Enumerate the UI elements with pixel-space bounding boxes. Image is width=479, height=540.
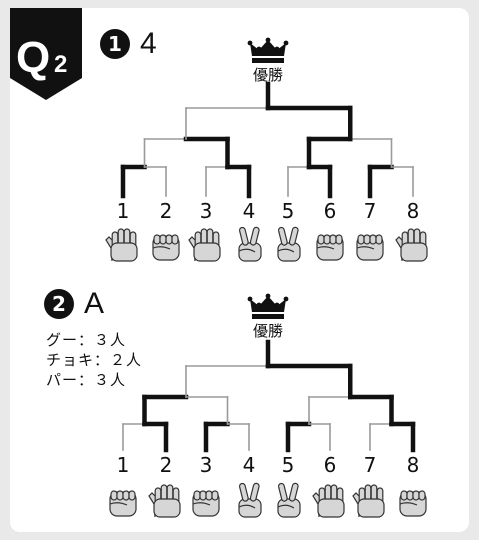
- q2-answer: A: [84, 287, 105, 320]
- count-rock: グー：３人: [46, 331, 127, 349]
- b2-hand-paper-icon: [312, 484, 345, 518]
- b2-player-number: 3: [200, 453, 213, 477]
- count-paper: パー：３人: [46, 371, 127, 389]
- b1-winner-label: 優勝: [253, 66, 283, 84]
- b1-player-number: 8: [407, 199, 420, 223]
- b2-player-number: 8: [407, 453, 420, 477]
- b1-player-number: 7: [364, 199, 377, 223]
- b2-player-number: 4: [243, 453, 256, 477]
- b1-player-number: 6: [324, 199, 337, 223]
- b2-player-number: 7: [364, 453, 377, 477]
- b2-hand-rock-icon: [399, 490, 427, 517]
- b2-player-number: 1: [117, 453, 130, 477]
- question-badge: Q 2: [10, 8, 82, 100]
- b2-player-number: 6: [324, 453, 337, 477]
- b1-hand-rock-icon: [356, 234, 384, 261]
- b1-player-number: 3: [200, 199, 213, 223]
- b1-player-number: 2: [160, 199, 173, 223]
- badge-number: 2: [54, 51, 67, 78]
- b1-hand-paper-icon: [188, 228, 221, 262]
- b1-hand-paper-icon: [105, 228, 138, 262]
- b1-crown-icon: [247, 37, 289, 63]
- b1-hand-scissors-icon: [277, 226, 301, 262]
- hand-counts: グー：３人 チョキ：２人 パー：３人: [46, 330, 142, 390]
- q1-answer: 4: [140, 27, 157, 60]
- b2-hand-rock-icon: [109, 490, 137, 517]
- count-scissors: チョキ：２人: [46, 351, 143, 369]
- b2-winner-label: 優勝: [253, 322, 283, 340]
- b2-crown-icon: [247, 293, 289, 319]
- badge-letter: Q: [16, 33, 50, 82]
- b2-hand-rock-icon: [192, 490, 220, 517]
- b1-hand-rock-icon: [152, 234, 180, 261]
- b1-hand-scissors-icon: [238, 226, 262, 262]
- b2-player-number: 5: [282, 453, 295, 477]
- b2-hand-paper-icon: [148, 484, 181, 518]
- b1-player-number: 1: [117, 199, 130, 223]
- answer-card: [10, 8, 469, 532]
- q2-number-badge: 2: [44, 289, 74, 319]
- b1-hand-paper-icon: [395, 228, 428, 262]
- b1-player-number: 4: [243, 199, 256, 223]
- b1-hand-rock-icon: [316, 234, 344, 261]
- b2-hand-scissors-icon: [277, 482, 301, 518]
- q1-heading: 1 4: [100, 26, 157, 62]
- bracket-q2: 優勝 1 2 3 4 5 6 7 8: [109, 293, 427, 518]
- b1-player-number: 5: [282, 199, 295, 223]
- bracket-q1: 優勝 1 2 3 4 5 6 7 8: [105, 37, 428, 262]
- b2-hand-scissors-icon: [238, 482, 262, 518]
- q2-heading: 2 A: [44, 286, 104, 322]
- b2-player-number: 2: [160, 453, 173, 477]
- b2-hand-paper-icon: [352, 484, 385, 518]
- q1-number-badge: 1: [100, 29, 130, 59]
